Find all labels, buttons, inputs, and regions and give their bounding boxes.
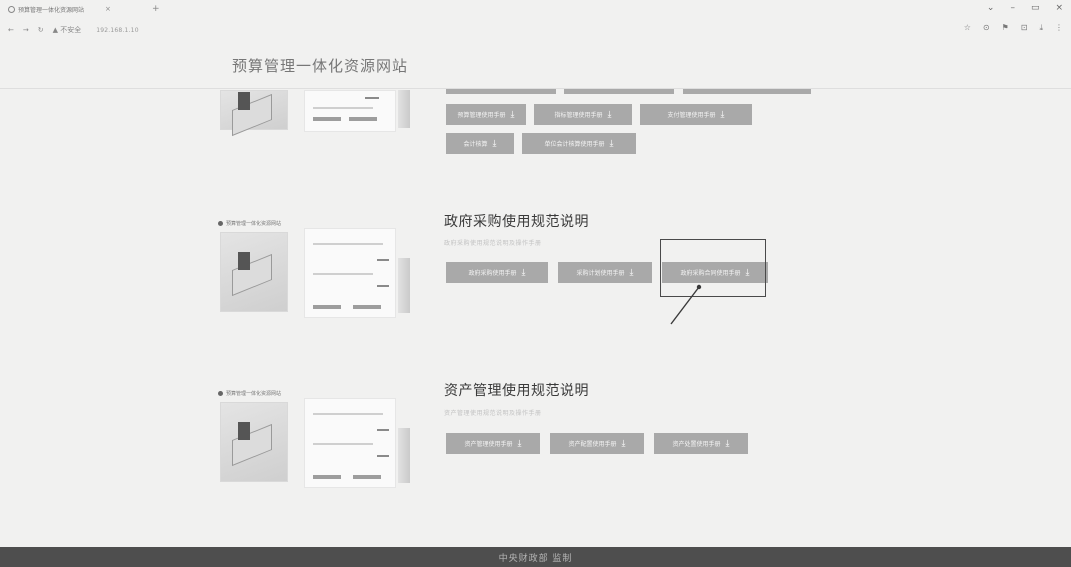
section-thumbnail: 预算管理一体化资源网站: [218, 218, 413, 333]
section-thumbnail: 预算管理一体化资源网站: [218, 388, 413, 503]
site-favicon-icon: [8, 5, 15, 13]
download-icon: ⤓: [607, 109, 612, 120]
browser-tab-bar: 预算管理一体化资源网站 × + ⌄ – ▭ ×: [0, 0, 1071, 18]
download-button-label: 资产配置使用手册: [568, 441, 617, 448]
browser-tab[interactable]: 预算管理一体化资源网站 ×: [8, 5, 148, 14]
page-footer: 中央财政部 监制: [0, 547, 1071, 567]
browser-toolbar: ☆ ⊙ ⚑ ⊡ ⤓ ⋮: [964, 23, 1063, 33]
section-subtitle: 资产管理使用规范说明及操作手册: [444, 410, 542, 417]
maximize-icon[interactable]: ▭: [1030, 3, 1040, 13]
download-button-label: 资产处置使用手册: [672, 441, 721, 448]
download-button[interactable]: 政府采购合同使用手册 ⤓: [662, 262, 768, 283]
download-button-label: 会计核算: [463, 141, 488, 148]
security-indicator[interactable]: ▲ 不安全: [52, 26, 82, 34]
thumbnail-header: 预算管理一体化资源网站: [218, 388, 378, 398]
url-field[interactable]: 192.168.1.10: [96, 26, 139, 34]
download-icon: ⤓: [629, 267, 634, 278]
download-icon: ⤓: [609, 138, 614, 149]
download-button[interactable]: 资产配置使用手册 ⤓: [550, 433, 644, 454]
download-button-label: 预算管理使用手册: [457, 112, 506, 119]
download-button-label: 政府采购使用手册: [468, 270, 517, 277]
download-icon: ⤓: [621, 438, 626, 449]
tab-title: 预算管理一体化资源网站: [18, 6, 85, 14]
download-icon: ⤓: [720, 109, 725, 120]
download-button-label: 资产管理使用手册: [464, 441, 513, 448]
back-icon[interactable]: ←: [8, 26, 14, 34]
header-divider: [0, 88, 1071, 89]
section-1-buttons: 政府采购使用手册 ⤓ 采购计划使用手册 ⤓ 政府采购合同使用手册 ⤓: [446, 262, 768, 283]
download-button[interactable]: 支付管理使用手册 ⤓: [640, 104, 752, 125]
tab-search-icon[interactable]: ⌄: [986, 3, 995, 13]
site-title: 预算管理一体化资源网站: [232, 57, 409, 75]
logo-icon: [218, 220, 223, 226]
download-icon: ⤓: [517, 438, 522, 449]
download-icon: ⤓: [510, 109, 515, 120]
tab-close-icon[interactable]: ×: [105, 5, 111, 13]
section-title: 资产管理使用规范说明: [444, 383, 589, 399]
reload-icon[interactable]: ↻: [37, 26, 44, 34]
thumbnail-header: 预算管理一体化资源网站: [218, 218, 378, 228]
download-button[interactable]: 单位会计核算使用手册 ⤓: [522, 133, 636, 154]
download-button[interactable]: 采购计划使用手册 ⤓: [558, 262, 652, 283]
extension-icon[interactable]: ⊙: [982, 23, 990, 32]
downloads-icon[interactable]: ⤓: [1039, 23, 1043, 32]
new-tab-icon[interactable]: +: [152, 4, 160, 14]
section-2-buttons: 资产管理使用手册 ⤓ 资产配置使用手册 ⤓ 资产处置使用手册 ⤓: [446, 433, 748, 454]
section-title: 政府采购使用规范说明: [444, 214, 589, 230]
menu-icon[interactable]: ⋮: [1055, 23, 1063, 32]
bookmark-icon[interactable]: ☆: [963, 23, 971, 32]
section-0-buttons-row2: 会计核算 ⤓ 单位会计核算使用手册 ⤓: [446, 133, 636, 154]
download-button[interactable]: 政府采购使用手册 ⤓: [446, 262, 548, 283]
section-0-buttons-row1: 预算管理使用手册 ⤓ 指标管理使用手册 ⤓ 支付管理使用手册 ⤓: [446, 104, 752, 125]
download-button-label: 指标管理使用手册: [554, 112, 603, 119]
window-controls: ⌄ – ▭ ×: [987, 3, 1063, 13]
logo-icon: [218, 390, 223, 396]
download-button-label: 单位会计核算使用手册: [544, 141, 605, 148]
download-button[interactable]: 预算管理使用手册 ⤓: [446, 104, 526, 125]
download-button-label: 采购计划使用手册: [576, 270, 625, 277]
download-icon: ⤓: [521, 267, 526, 278]
footer-text: 中央财政部 监制: [498, 553, 573, 564]
cropped-button: [683, 89, 811, 94]
download-button-label: 支付管理使用手册: [667, 112, 716, 119]
minimize-icon[interactable]: –: [1010, 3, 1015, 13]
download-icon: ⤓: [745, 267, 750, 278]
section-thumbnail: [218, 90, 413, 152]
address-bar: ← → ↻ ▲ 不安全 192.168.1.10 ☆ ⊙ ⚑ ⊡ ⤓ ⋮: [0, 20, 1071, 40]
download-icon: ⤓: [725, 438, 730, 449]
window-close-icon[interactable]: ×: [1055, 3, 1063, 13]
annotation-highlight-box: [660, 239, 766, 297]
download-button[interactable]: 资产管理使用手册 ⤓: [446, 433, 540, 454]
cropped-button: [446, 89, 556, 94]
cropped-button: [564, 89, 674, 94]
section-subtitle: 政府采购使用规范说明及操作手册: [444, 240, 542, 247]
download-button[interactable]: 会计核算 ⤓: [446, 133, 514, 154]
download-button[interactable]: 资产处置使用手册 ⤓: [654, 433, 748, 454]
download-button[interactable]: 指标管理使用手册 ⤓: [534, 104, 632, 125]
flag-icon[interactable]: ⚑: [1001, 23, 1009, 32]
download-button-label: 政府采购合同使用手册: [680, 270, 741, 277]
forward-icon[interactable]: →: [22, 26, 29, 34]
download-icon: ⤓: [492, 138, 497, 149]
split-view-icon[interactable]: ⊡: [1020, 23, 1028, 32]
